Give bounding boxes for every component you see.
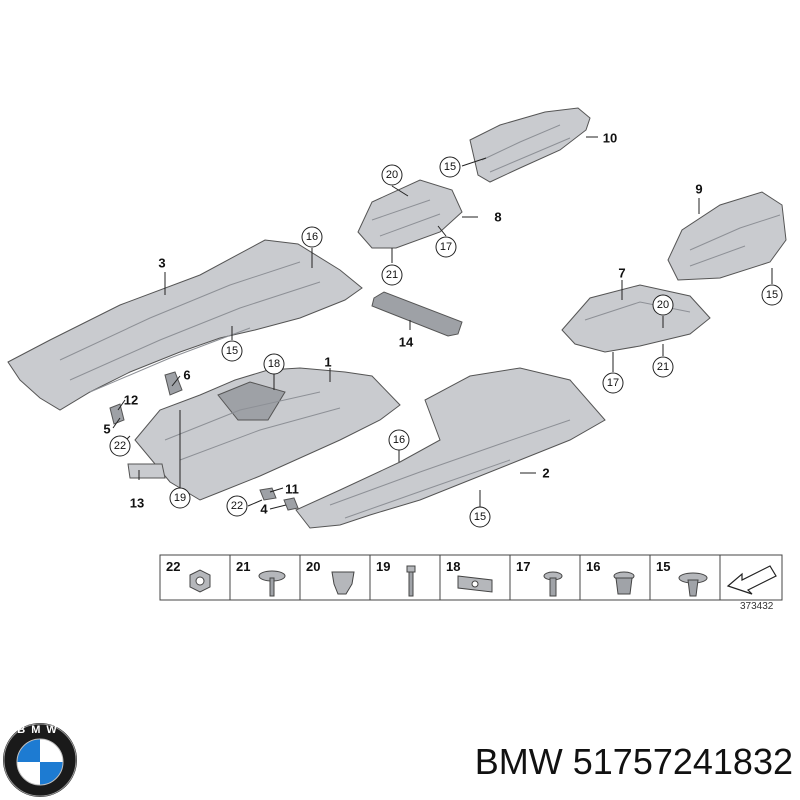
clip-nut-icon bbox=[331, 571, 355, 595]
callout-circle-20 bbox=[652, 294, 674, 316]
part-14-bar bbox=[371, 291, 463, 337]
legend-cell-19 bbox=[369, 554, 441, 601]
legend-label-20: 20 bbox=[306, 559, 320, 574]
callout-2: 2 bbox=[542, 466, 549, 481]
diagram-id: 373432 bbox=[740, 601, 774, 612]
part-1-panel bbox=[134, 367, 401, 501]
callout-19: 19 bbox=[174, 492, 186, 504]
callout-21-right: 21 bbox=[657, 361, 669, 373]
callout-8: 8 bbox=[494, 210, 501, 225]
callout-16-top: 16 bbox=[306, 231, 318, 243]
direction-arrow-icon bbox=[726, 565, 777, 595]
bolt-icon bbox=[406, 565, 416, 597]
callout-13: 13 bbox=[130, 496, 144, 511]
legend-label-22: 22 bbox=[166, 559, 180, 574]
callout-17-top: 17 bbox=[440, 241, 452, 253]
callout-21-top: 21 bbox=[386, 269, 398, 281]
callout-20-top: 20 bbox=[386, 169, 398, 181]
part-9-shield bbox=[667, 191, 787, 281]
callout-17-right: 17 bbox=[607, 377, 619, 389]
callout-1: 1 bbox=[324, 355, 331, 370]
spring-nut-icon bbox=[457, 575, 493, 593]
callout-7: 7 bbox=[618, 266, 625, 281]
callout-14: 14 bbox=[399, 335, 414, 350]
callout-circle-16 bbox=[301, 226, 323, 248]
callout-15-left: 15 bbox=[226, 345, 238, 357]
callout-12: 12 bbox=[124, 393, 138, 408]
callout-circle-16 bbox=[388, 429, 410, 451]
bmw-logo: BMW bbox=[3, 723, 77, 797]
part-7-panel bbox=[561, 284, 711, 353]
legend-label-18: 18 bbox=[446, 559, 460, 574]
callout-3: 3 bbox=[158, 256, 165, 271]
part-10-shield bbox=[469, 107, 591, 183]
callout-circle-21 bbox=[652, 356, 674, 378]
part-2-panel bbox=[295, 367, 606, 529]
legend-label-21: 21 bbox=[236, 559, 250, 574]
callout-9: 9 bbox=[695, 182, 702, 197]
legend-label-16: 16 bbox=[586, 559, 600, 574]
part-number-caption: BMW 51757241832 bbox=[408, 737, 793, 787]
callout-22-bottom: 22 bbox=[231, 500, 243, 512]
brand-name: BMW bbox=[474, 741, 563, 782]
screw-washer-icon bbox=[258, 570, 286, 597]
callout-10: 10 bbox=[603, 131, 617, 146]
callout-4: 4 bbox=[260, 502, 268, 517]
fastener-legend: 22 21 20 19 18 17 16 15 bbox=[159, 554, 783, 612]
part-number: 51757241832 bbox=[572, 741, 793, 782]
nut-icon bbox=[189, 569, 211, 593]
callout-circle-18 bbox=[263, 353, 285, 375]
callout-circle-22 bbox=[109, 435, 131, 457]
push-clip-icon bbox=[678, 572, 708, 597]
callout-5: 5 bbox=[103, 422, 110, 437]
callout-11: 11 bbox=[285, 482, 299, 497]
legend-label-19: 19 bbox=[376, 559, 390, 574]
callout-20-right: 20 bbox=[657, 299, 669, 311]
callout-15-top: 15 bbox=[444, 161, 456, 173]
small-parts bbox=[109, 371, 299, 511]
callout-16-center: 16 bbox=[393, 434, 405, 446]
bmw-logo-letters: BMW bbox=[17, 724, 63, 736]
part-3-panel bbox=[7, 239, 363, 411]
callout-circle-22 bbox=[226, 495, 248, 517]
callout-circle-17 bbox=[435, 236, 457, 258]
rivet-icon bbox=[543, 571, 563, 597]
callout-6: 6 bbox=[183, 368, 190, 383]
callout-circle-15 bbox=[221, 340, 243, 362]
part-8-panel bbox=[357, 179, 463, 249]
callout-circle-15 bbox=[761, 284, 783, 306]
callout-circle-20 bbox=[381, 164, 403, 186]
callout-15-right: 15 bbox=[766, 289, 778, 301]
callout-circle-15 bbox=[439, 156, 461, 178]
legend-label-17: 17 bbox=[516, 559, 530, 574]
callout-22-left: 22 bbox=[114, 440, 126, 452]
callouts: 15 20 17 21 16 15 15 20 21 17 18 22 19 1… bbox=[103, 131, 783, 528]
callout-circle-19 bbox=[169, 487, 191, 509]
callout-circle-15 bbox=[469, 506, 491, 528]
leader-lines bbox=[112, 136, 773, 510]
callout-circle-21 bbox=[381, 264, 403, 286]
callout-circle-17 bbox=[602, 372, 624, 394]
expanding-nut-icon bbox=[613, 571, 635, 595]
callout-15-bottom: 15 bbox=[474, 511, 486, 523]
legend-cell-21 bbox=[229, 554, 301, 601]
callout-18: 18 bbox=[268, 358, 280, 370]
legend-label-15: 15 bbox=[656, 559, 670, 574]
